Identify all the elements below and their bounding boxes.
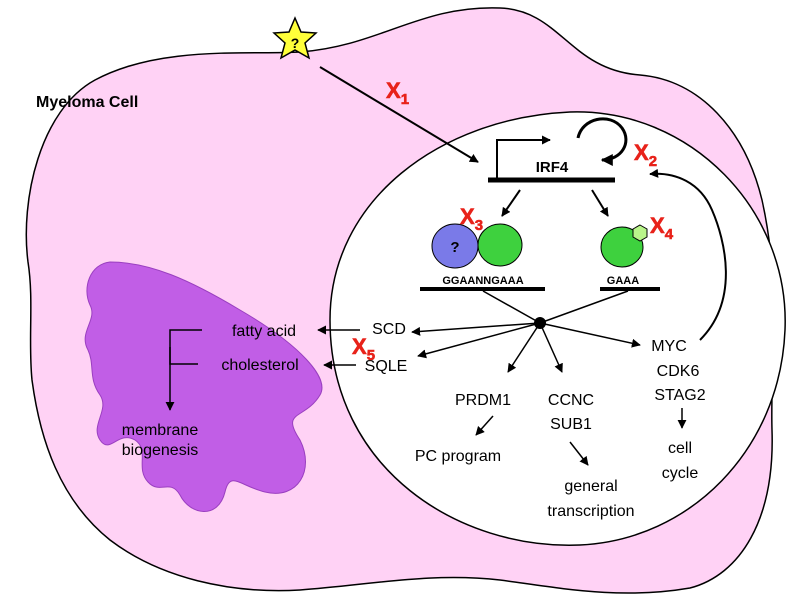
sub1-label: SUB1: [550, 416, 592, 433]
prdm1-to-pc-arrow: [475, 415, 494, 436]
cdk6-label: CDK6: [657, 363, 700, 380]
svg-text:X1: X1: [386, 78, 409, 108]
arrow-to-scd: [411, 322, 541, 336]
arrow-to-sqle: [417, 322, 541, 359]
autoregulation-arrow: [576, 117, 628, 166]
arrow-to-myc: [539, 322, 641, 348]
general-label: general: [564, 478, 617, 495]
cycle-label-text: cycle: [662, 465, 699, 482]
x-mark-1: X1: [386, 78, 410, 109]
composite-motif: GGAANNGAAA: [442, 275, 523, 287]
myc-label: MYC: [651, 338, 687, 355]
arrow-to-monomer: [591, 189, 609, 217]
membrane-label: membrane: [122, 422, 199, 439]
x-mark-4: X4: [650, 213, 674, 244]
ccnc-label: CCNC: [548, 392, 594, 409]
myc-feedback-arrow: [649, 168, 727, 341]
nucleus: [329, 111, 786, 546]
irf4-protein-in-complex: [477, 223, 523, 267]
arrow-to-ccnc: [539, 322, 563, 373]
ligand-question: ?: [291, 35, 300, 51]
fatty-acid-label: fatty acid: [232, 323, 296, 340]
signal-arrow: [319, 66, 479, 163]
arrow-to-prdm1: [507, 322, 541, 373]
biogenesis-label: biogenesis: [122, 442, 199, 459]
stag2-label: STAG2: [654, 387, 705, 404]
cholesterol-label: cholesterol: [221, 357, 298, 374]
simple-to-node: [539, 290, 629, 324]
x-mark-5: X5: [352, 334, 376, 365]
composite-to-node: [482, 290, 541, 324]
svg-text:X4: X4: [650, 213, 674, 243]
transcription-label: transcription: [547, 503, 634, 520]
cell-label-text: cell: [668, 440, 692, 457]
x-mark-2: X2: [634, 140, 658, 171]
sub1-to-transcription-arrow: [569, 441, 589, 466]
svg-text:X5: X5: [352, 334, 375, 364]
er-organelle: [84, 261, 323, 512]
modification-hexagon: [632, 224, 648, 242]
scd-label: SCD: [372, 321, 406, 338]
cell-label: Myeloma Cell: [36, 94, 138, 111]
ligand-star: [272, 16, 318, 60]
simple-motif: GAAA: [607, 275, 639, 287]
sqle-label: SQLE: [365, 358, 408, 375]
pc-program-label: PC program: [415, 448, 501, 465]
partner-question: ?: [450, 239, 459, 256]
x-mark-3: X3: [460, 204, 484, 235]
promoter-arrow: [496, 135, 551, 178]
arrow-to-complex: [501, 189, 521, 217]
svg-text:X3: X3: [460, 204, 483, 234]
irf4-label: IRF4: [536, 159, 569, 176]
svg-text:X2: X2: [634, 140, 657, 170]
prdm1-label: PRDM1: [455, 392, 511, 409]
